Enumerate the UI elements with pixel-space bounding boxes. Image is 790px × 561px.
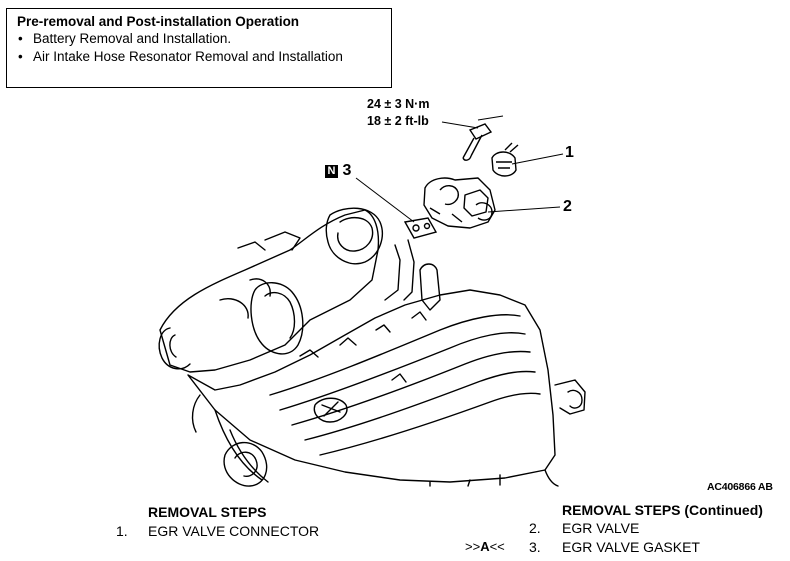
- callout-3-leader: [355, 177, 415, 223]
- oil-filler-cap: [313, 397, 348, 423]
- pre-removal-box: Pre-removal and Post-installation Operat…: [6, 8, 392, 88]
- engine-block: [187, 289, 556, 483]
- figure-id: AC406866 AB: [707, 481, 773, 493]
- pre-removal-item: Battery Removal and Installation.: [17, 30, 381, 48]
- pre-removal-item: Air Intake Hose Resonator Removal and In…: [17, 48, 381, 66]
- bracket: [419, 263, 441, 311]
- egr-connector: [491, 142, 519, 177]
- bolt: [462, 123, 493, 161]
- callout-1-leader: [511, 153, 564, 165]
- service-marker-close: <<: [489, 539, 505, 554]
- intake-manifold-outline: [159, 209, 380, 373]
- resonator-oval: [250, 282, 304, 355]
- callout-2-leader: [487, 206, 561, 213]
- torque-imperial: 18 ± 2 ft-lb: [367, 114, 429, 128]
- step-label: EGR VALVE GASKET: [562, 539, 700, 555]
- left-pipe: [158, 327, 191, 370]
- step-number: 2.: [529, 520, 541, 536]
- callout-1: 1: [565, 144, 574, 161]
- service-marker-open: >>: [465, 539, 481, 554]
- service-marker-letter: A: [480, 539, 490, 554]
- non-reusable-part-icon: N: [325, 165, 338, 178]
- callout-2: 2: [563, 198, 572, 215]
- pulley: [223, 441, 268, 487]
- right-fitting: [567, 389, 583, 409]
- removal-steps-continued-title: REMOVAL STEPS (Continued): [562, 502, 763, 518]
- step-number: 1.: [116, 523, 128, 539]
- egr-valve: [423, 177, 496, 229]
- pre-removal-title: Pre-removal and Post-installation Operat…: [17, 14, 300, 29]
- torque-metric: 24 ± 3 N·m: [367, 97, 430, 111]
- step-label: EGR VALVE: [562, 520, 640, 536]
- egr-gasket: [403, 217, 438, 239]
- callout-3: N 3: [325, 162, 351, 180]
- throttle-body: [325, 207, 383, 265]
- torque-leader: [441, 121, 479, 129]
- step-number: 3.: [529, 539, 541, 555]
- callout-3-number: 3: [342, 162, 352, 179]
- step-label: EGR VALVE CONNECTOR: [148, 523, 320, 539]
- pre-removal-list: Battery Removal and Installation. Air In…: [17, 30, 381, 66]
- removal-steps-title: REMOVAL STEPS: [148, 504, 267, 520]
- service-point-marker: >>A<<: [465, 539, 505, 554]
- egr-pipe: [384, 239, 415, 301]
